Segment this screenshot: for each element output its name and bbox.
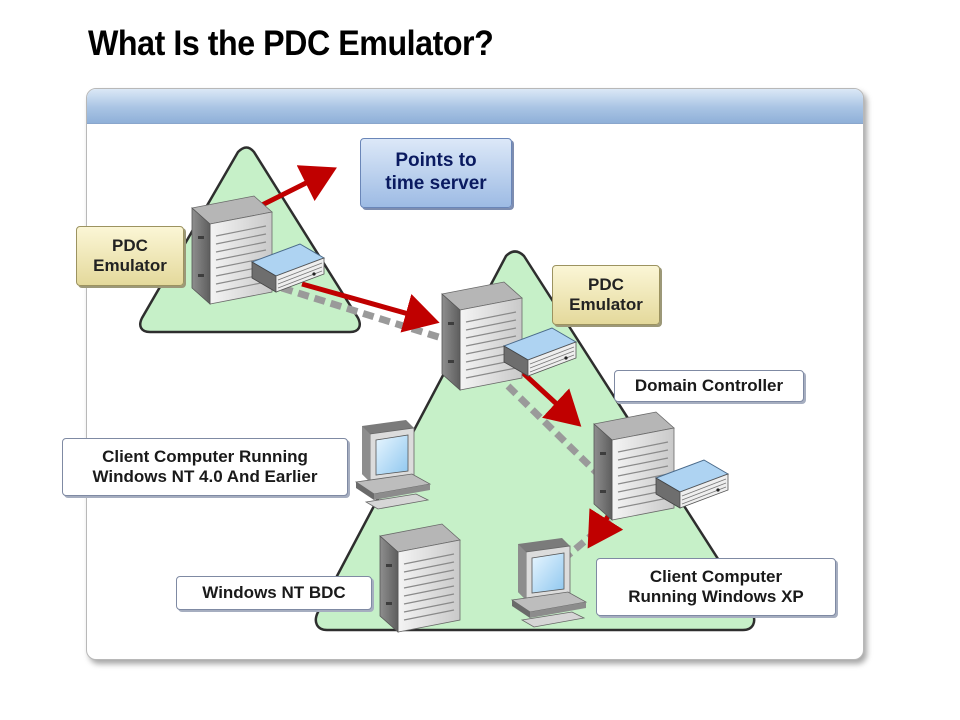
server-domain-controller-icon <box>593 411 675 521</box>
server-nt-bdc-icon <box>379 523 461 633</box>
label-pdc-emulator-root: PDC Emulator <box>76 226 184 286</box>
label-domain-controller: Domain Controller <box>614 370 804 402</box>
panel-header-bar <box>87 89 863 124</box>
server-pdc-child-icon <box>441 281 523 391</box>
server-pdc-root-icon <box>191 195 273 305</box>
label-client-xp: Client Computer Running Windows XP <box>596 558 836 616</box>
label-time-server: Points to time server <box>360 138 512 208</box>
label-windows-nt-bdc: Windows NT BDC <box>176 576 372 610</box>
label-pdc-emulator-child: PDC Emulator <box>552 265 660 325</box>
slide-title: What Is the PDC Emulator? <box>88 24 494 63</box>
label-client-nt4: Client Computer Running Windows NT 4.0 A… <box>62 438 348 496</box>
